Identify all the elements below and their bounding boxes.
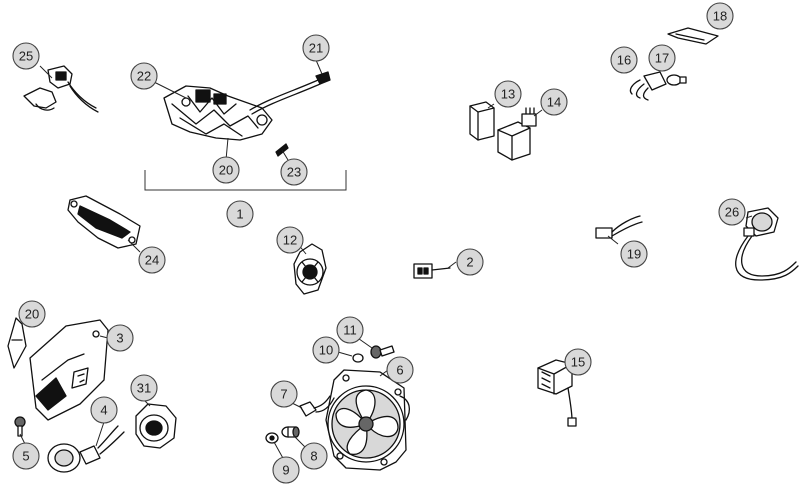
svg-text:5: 5 — [22, 449, 29, 464]
part-11-bolt — [370, 345, 395, 359]
svg-text:13: 13 — [501, 87, 515, 102]
part-25-handlebar-switch — [23, 65, 99, 113]
svg-text:21: 21 — [309, 41, 323, 56]
svg-text:20: 20 — [219, 163, 233, 178]
svg-text:17: 17 — [655, 51, 669, 66]
svg-text:3: 3 — [116, 331, 123, 346]
callout-6: 6 — [386, 356, 414, 384]
part-14-relay — [497, 107, 537, 161]
part-3-headlight-housing — [29, 319, 109, 421]
part-5-screw — [14, 416, 26, 437]
callout-10: 10 — [312, 336, 340, 364]
part-22-switch-assembly — [163, 71, 331, 157]
callout-20-lower: 20 — [18, 300, 46, 328]
svg-text:26: 26 — [725, 205, 739, 220]
part-20-bracket — [7, 317, 27, 369]
svg-text:16: 16 — [617, 53, 631, 68]
callout-21: 21 — [302, 34, 330, 62]
callout-13: 13 — [494, 80, 522, 108]
part-18-lens — [667, 27, 719, 45]
svg-text:4: 4 — [100, 403, 107, 418]
part-9-washer — [265, 432, 279, 444]
svg-text:23: 23 — [287, 165, 301, 180]
part-13-relay — [469, 101, 495, 141]
callout-18: 18 — [706, 2, 734, 30]
svg-text:11: 11 — [343, 323, 357, 338]
part-19-plug — [595, 215, 643, 239]
callout-19: 19 — [620, 240, 648, 268]
callout-11: 11 — [336, 316, 364, 344]
svg-text:19: 19 — [627, 247, 641, 262]
part-10-washer — [352, 353, 364, 363]
part-12-horn — [293, 243, 327, 295]
svg-text:2: 2 — [466, 255, 473, 270]
svg-text:9: 9 — [282, 463, 289, 478]
callout-15: 15 — [564, 348, 592, 376]
callout-25: 25 — [12, 42, 40, 70]
callout-3: 3 — [106, 324, 134, 352]
callout-12: 12 — [276, 226, 304, 254]
svg-text:8: 8 — [310, 449, 317, 464]
part-26-ignition-coil — [735, 207, 799, 281]
callout-22: 22 — [130, 62, 158, 90]
part-4-socket — [47, 425, 125, 473]
callout-9: 9 — [272, 456, 300, 484]
callout-24: 24 — [138, 246, 166, 274]
callout-7: 7 — [270, 380, 298, 408]
callout-17: 17 — [648, 44, 676, 72]
svg-text:10: 10 — [319, 343, 333, 358]
callout-4: 4 — [90, 396, 118, 424]
svg-text:7: 7 — [280, 387, 287, 402]
svg-text:12: 12 — [283, 233, 297, 248]
group-bracket — [144, 170, 347, 191]
callout-16: 16 — [610, 46, 638, 74]
svg-text:6: 6 — [396, 363, 403, 378]
svg-text:18: 18 — [713, 9, 727, 24]
part-16-bulb-socket — [629, 71, 667, 101]
part-17-bulb — [666, 74, 687, 86]
svg-text:20: 20 — [25, 307, 39, 322]
part-31-bulb-holder — [135, 403, 177, 449]
part-6-radiator-fan — [325, 369, 411, 471]
callout-5: 5 — [12, 442, 40, 470]
svg-text:15: 15 — [571, 355, 585, 370]
part-7-fan-connector — [299, 395, 335, 417]
svg-text:24: 24 — [145, 253, 159, 268]
svg-text:22: 22 — [137, 69, 151, 84]
callout-26: 26 — [718, 198, 746, 226]
svg-text:31: 31 — [137, 381, 151, 396]
callout-8: 8 — [300, 442, 328, 470]
callout-23: 23 — [280, 158, 308, 186]
callout-2: 2 — [456, 248, 484, 276]
callout-20-upper: 20 — [212, 156, 240, 184]
callout-31: 31 — [130, 374, 158, 402]
svg-text:1: 1 — [236, 207, 243, 222]
part-24-mounting-plate — [67, 195, 141, 249]
svg-text:25: 25 — [19, 49, 33, 64]
part-2-connector — [413, 263, 451, 279]
callout-1: 1 — [226, 200, 254, 228]
svg-text:14: 14 — [547, 95, 561, 110]
callout-14: 14 — [540, 88, 568, 116]
part-8-bushing — [281, 426, 300, 438]
